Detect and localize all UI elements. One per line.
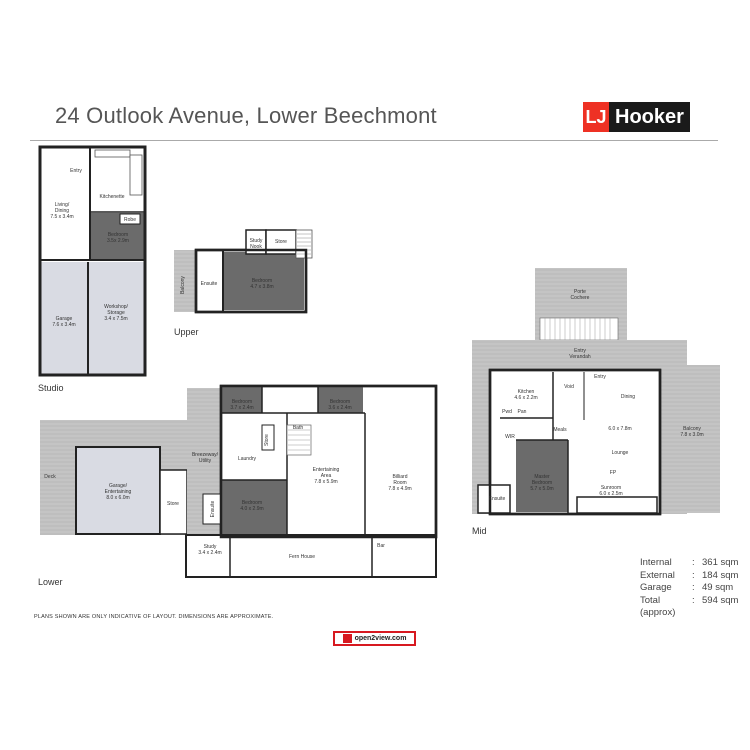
mid-ensuite-label: Ensuite: [489, 496, 506, 502]
upper-study-label: Study: [250, 238, 263, 244]
lower-bedroom1-size: 3.7 x 2.4m: [230, 405, 253, 411]
lower-bar-label: Bar: [377, 543, 385, 549]
disclaimer: PLANS SHOWN ARE ONLY INDICATIVE OF LAYOU…: [34, 614, 274, 620]
mid-entry-label: Entry: [594, 374, 606, 380]
logo-mark: LJ: [583, 102, 609, 132]
area-row-total: Total:594 sqm: [640, 594, 739, 606]
lower-entertaining-label-2: Area: [321, 473, 332, 479]
lower-garage-label-2: Entertaining: [105, 489, 132, 495]
lower-store-label: Store: [167, 501, 179, 507]
studio-robe-label: Robe: [124, 217, 136, 223]
studio-garage-label: Garage: [56, 316, 73, 322]
mid-master-label-2: Bedroom: [532, 480, 552, 486]
mid-wir-label: WIR: [505, 434, 515, 440]
mid-fireplace-label: FP: [610, 470, 617, 476]
lower-bedroom3-label: Bedroom: [242, 500, 262, 506]
lower-billiard-size: 7.8 x 4.9m: [388, 486, 411, 492]
lower-entertaining-size: 7.8 x 5.9m: [314, 479, 337, 485]
lower-plan: [40, 384, 438, 578]
upper-study-label-2: Nook: [250, 244, 262, 250]
open2view-badge[interactable]: open2view.com: [333, 631, 416, 646]
mid-kitchen-label: Kitchen: [518, 389, 535, 395]
lower-bedroom2-size: 3.6 x 2.4m: [328, 405, 351, 411]
upper-plan: [174, 229, 313, 314]
area-note: (approx): [640, 607, 676, 618]
lower-billiard-label-2: Room: [393, 480, 406, 486]
header-divider: [30, 140, 718, 141]
mid-porte-label-2: Cochere: [571, 295, 590, 301]
mid-lounge-label: Lounge: [612, 450, 629, 456]
mid-void-label: Void: [564, 384, 574, 390]
lower-bedroom2-label: Bedroom: [330, 399, 350, 405]
studio-plan: [38, 145, 147, 377]
area-row-external: External:184 sqm: [640, 569, 739, 581]
upper-store-label: Store: [275, 239, 287, 245]
lower-bath-label: Bath: [293, 425, 304, 431]
section-label-lower: Lower: [38, 577, 63, 587]
lower-garage-size: 8.0 x 6.0m: [106, 495, 129, 501]
mid-pwd-label: Pwd: [502, 409, 512, 415]
area-row-internal: Internal:361 sqm: [640, 557, 739, 568]
upper-balcony-label: Balcony: [180, 276, 186, 294]
lower-bedroom3-size: 4.0 x 2.9m: [240, 506, 263, 512]
section-label-studio: Studio: [38, 383, 64, 393]
mid-verandah-label: Entry: [574, 348, 586, 354]
lower-entertaining-label: Entertaining: [313, 467, 340, 473]
lower-ensuite-label: Ensuite: [210, 500, 216, 517]
area-row-garage: Garage:49 sqm: [640, 582, 734, 593]
studio-living-label-2: Dining: [55, 208, 69, 214]
page-title: 24 Outlook Avenue, Lower Beechmont: [55, 103, 437, 128]
lower-study-size: 3.4 x 2.4m: [198, 550, 221, 556]
mid-kitchen-size: 4.6 x 2.2m: [514, 395, 537, 401]
studio-garage-size: 7.6 x 3.4m: [52, 322, 75, 328]
studio-bedroom-size: 3.5x 2.9m: [107, 238, 129, 244]
studio-kitchenette-label: Kitchenette: [99, 194, 124, 200]
area-summary: Internal:361 sqm External:184 sqm Garage…: [640, 557, 738, 620]
lower-breezeway-label: Breezeway/: [192, 452, 219, 458]
open2view-text: open2view.com: [354, 635, 407, 642]
lower-deck-label: Deck: [44, 474, 56, 480]
mid-master-size: 5.7 x 5.0m: [530, 486, 553, 492]
studio-workshop-size: 3.4 x 7.5m: [104, 316, 127, 322]
studio-bedroom-label: Bedroom: [108, 232, 128, 238]
lower-study-label: Study: [204, 544, 217, 550]
lower-store2-label: Store: [264, 434, 270, 446]
lower-bedroom1-label: Bedroom: [232, 399, 252, 405]
studio-living-label: Living/: [55, 202, 70, 208]
studio-entry-label: Entry: [70, 168, 82, 174]
mid-balcony-size: 7.8 x 3.0m: [680, 432, 703, 438]
studio-workshop-label: Workshop/: [104, 304, 128, 310]
lower-garage-label: Garage/: [109, 483, 128, 489]
mid-pan-label: Pan: [518, 409, 527, 415]
mid-balcony-label: Balcony: [683, 426, 701, 432]
upper-bedroom-label: Bedroom: [252, 278, 272, 284]
lower-laundry-label: Laundry: [238, 456, 257, 462]
section-label-mid: Mid: [472, 526, 487, 536]
mid-verandah-label-2: Verandah: [569, 354, 591, 360]
logo-name: Hooker: [609, 102, 690, 132]
mid-meals-label: Meals: [553, 427, 567, 433]
mid-master-label: Master: [534, 474, 550, 480]
upper-ensuite-label: Ensuite: [201, 281, 218, 287]
studio-workshop-label-2: Storage: [107, 310, 125, 316]
upper-bedroom-size: 4.7 x 3.8m: [250, 284, 273, 290]
mid-living-size: 6.0 x 7.8m: [608, 426, 631, 432]
lower-fern-house-label: Fern House: [289, 554, 315, 560]
mid-plan: [472, 268, 720, 516]
open2view-logo-icon: [342, 634, 352, 643]
brand-logo[interactable]: LJ Hooker: [583, 101, 695, 133]
lower-billiard-label: Billiard: [392, 474, 407, 480]
mid-dining-label: Dining: [621, 394, 635, 400]
mid-sunroom-label: Sunroom: [601, 485, 621, 491]
mid-sunroom-size: 6.0 x 2.5m: [599, 491, 622, 497]
lower-breezeway-label-2: Utility: [199, 458, 212, 464]
studio-living-size: 7.5 x 3.4m: [50, 214, 73, 220]
mid-porte-label: Porte: [574, 289, 586, 295]
section-label-upper: Upper: [174, 327, 199, 337]
